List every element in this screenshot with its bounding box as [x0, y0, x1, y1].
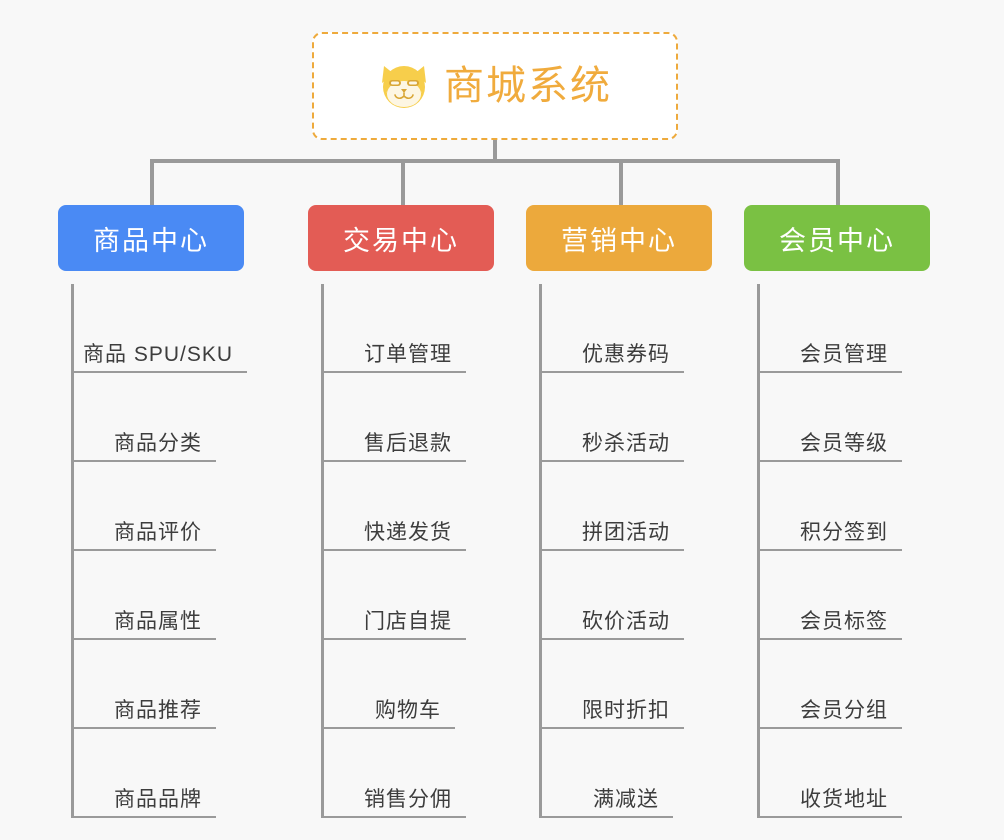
leaf-item[interactable]: 会员管理 — [758, 284, 930, 373]
leaf-item[interactable]: 商品 SPU/SKU — [72, 284, 247, 373]
leaf-underline — [758, 727, 902, 729]
leaf-item-label: 售后退款 — [364, 431, 452, 455]
leaf-item[interactable]: 销售分佣 — [322, 729, 494, 818]
branch-header-label: 会员中心 — [779, 225, 895, 256]
leaf-list-member: 会员管理 会员等级 积分签到 会员标签 会员分组 收货地址 — [744, 284, 930, 818]
branch-column-trade: 交易中心 订单管理 售后退款 快递发货 门店自提 购物车 — [308, 205, 494, 818]
connector-horizontal-bus — [150, 159, 840, 163]
leaf-underline — [72, 549, 216, 551]
leaf-item-label: 销售分佣 — [364, 787, 452, 811]
leaf-underline — [540, 727, 684, 729]
root-node[interactable]: 商城系统 — [312, 32, 678, 140]
leaf-underline — [72, 727, 216, 729]
leaf-item[interactable]: 商品推荐 — [72, 640, 244, 729]
leaf-underline — [758, 816, 902, 818]
leaf-item[interactable]: 会员分组 — [758, 640, 930, 729]
branch-header-member[interactable]: 会员中心 — [744, 205, 930, 271]
leaf-underline — [540, 816, 673, 818]
leaf-underline — [758, 371, 902, 373]
leaf-item-label: 商品分类 — [114, 431, 202, 455]
leaf-item-label: 砍价活动 — [582, 609, 670, 633]
leaf-item-label: 会员分组 — [800, 698, 888, 722]
leaf-underline — [758, 549, 902, 551]
leaf-item-label: 拼团活动 — [582, 520, 670, 544]
leaf-item[interactable]: 商品评价 — [72, 462, 244, 551]
leaf-item[interactable]: 商品品牌 — [72, 729, 244, 818]
leaf-item-label: 秒杀活动 — [582, 431, 670, 455]
leaf-item-label: 积分签到 — [800, 520, 888, 544]
leaf-item[interactable]: 商品分类 — [72, 373, 244, 462]
leaf-item-label: 门店自提 — [364, 609, 452, 633]
branch-column-member: 会员中心 会员管理 会员等级 积分签到 会员标签 会员分组 — [744, 205, 930, 818]
branch-header-trade[interactable]: 交易中心 — [308, 205, 494, 271]
leaf-underline — [758, 638, 902, 640]
connector-drop-0 — [150, 159, 154, 209]
branch-column-marketing: 营销中心 优惠券码 秒杀活动 拼团活动 砍价活动 限时折扣 — [526, 205, 712, 818]
leaf-underline — [72, 460, 216, 462]
branch-header-marketing[interactable]: 营销中心 — [526, 205, 712, 271]
leaf-item-label: 商品推荐 — [114, 698, 202, 722]
leaf-item-label: 优惠券码 — [582, 342, 670, 366]
leaf-underline — [322, 727, 455, 729]
leaf-item-label: 快递发货 — [364, 520, 452, 544]
connector-drop-1 — [401, 159, 405, 209]
leaf-item[interactable]: 门店自提 — [322, 551, 494, 640]
leaf-item-label: 商品品牌 — [114, 787, 202, 811]
leaf-item-label: 商品属性 — [114, 609, 202, 633]
leaf-underline — [540, 371, 684, 373]
leaf-item[interactable]: 售后退款 — [322, 373, 494, 462]
leaf-item[interactable]: 订单管理 — [322, 284, 494, 373]
leaf-item-label: 会员标签 — [800, 609, 888, 633]
leaf-item[interactable]: 商品属性 — [72, 551, 244, 640]
leaf-item[interactable]: 满减送 — [540, 729, 712, 818]
leaf-item-label: 商品评价 — [114, 520, 202, 544]
leaf-item-label: 订单管理 — [364, 342, 452, 366]
leaf-item[interactable]: 快递发货 — [322, 462, 494, 551]
leaf-underline — [322, 549, 466, 551]
leaf-item-label: 商品 SPU/SKU — [82, 342, 234, 366]
leaf-underline — [72, 816, 216, 818]
leaf-underline — [758, 460, 902, 462]
branch-column-product: 商品中心 商品 SPU/SKU 商品分类 商品评价 商品属性 商品推荐 — [58, 205, 247, 818]
leaf-item[interactable]: 会员标签 — [758, 551, 930, 640]
leaf-item[interactable]: 限时折扣 — [540, 640, 712, 729]
leaf-item[interactable]: 砍价活动 — [540, 551, 712, 640]
branch-header-label: 交易中心 — [343, 225, 459, 256]
connector-drop-2 — [619, 159, 623, 209]
branch-header-product[interactable]: 商品中心 — [58, 205, 244, 271]
leaf-item-label: 会员等级 — [800, 431, 888, 455]
leaf-item-label: 购物车 — [375, 698, 441, 722]
leaf-underline — [322, 816, 466, 818]
leaf-item[interactable]: 秒杀活动 — [540, 373, 712, 462]
leaf-item[interactable]: 拼团活动 — [540, 462, 712, 551]
connector-drop-3 — [836, 159, 840, 209]
root-title: 商城系统 — [444, 64, 612, 108]
leaf-item[interactable]: 会员等级 — [758, 373, 930, 462]
leaf-underline — [540, 460, 684, 462]
leaf-item-label: 会员管理 — [800, 342, 888, 366]
branch-header-label: 商品中心 — [93, 225, 209, 256]
shiba-dog-face-icon — [378, 61, 430, 111]
leaf-item-label: 收货地址 — [800, 787, 888, 811]
branch-header-label: 营销中心 — [561, 225, 677, 256]
leaf-list-product: 商品 SPU/SKU 商品分类 商品评价 商品属性 商品推荐 商品品牌 — [58, 284, 247, 818]
leaf-item-label: 满减送 — [593, 787, 659, 811]
leaf-underline — [322, 460, 466, 462]
leaf-item-label: 限时折扣 — [582, 698, 670, 722]
leaf-underline — [72, 638, 216, 640]
leaf-item[interactable]: 收货地址 — [758, 729, 930, 818]
leaf-list-marketing: 优惠券码 秒杀活动 拼团活动 砍价活动 限时折扣 满减送 — [526, 284, 712, 818]
leaf-underline — [540, 549, 684, 551]
leaf-list-trade: 订单管理 售后退款 快递发货 门店自提 购物车 销售分佣 — [308, 284, 494, 818]
leaf-underline — [540, 638, 684, 640]
leaf-underline — [322, 638, 466, 640]
leaf-item[interactable]: 购物车 — [322, 640, 494, 729]
leaf-underline — [72, 371, 247, 373]
leaf-underline — [322, 371, 466, 373]
leaf-item[interactable]: 优惠券码 — [540, 284, 712, 373]
leaf-item[interactable]: 积分签到 — [758, 462, 930, 551]
connector-root-stem — [493, 140, 497, 161]
